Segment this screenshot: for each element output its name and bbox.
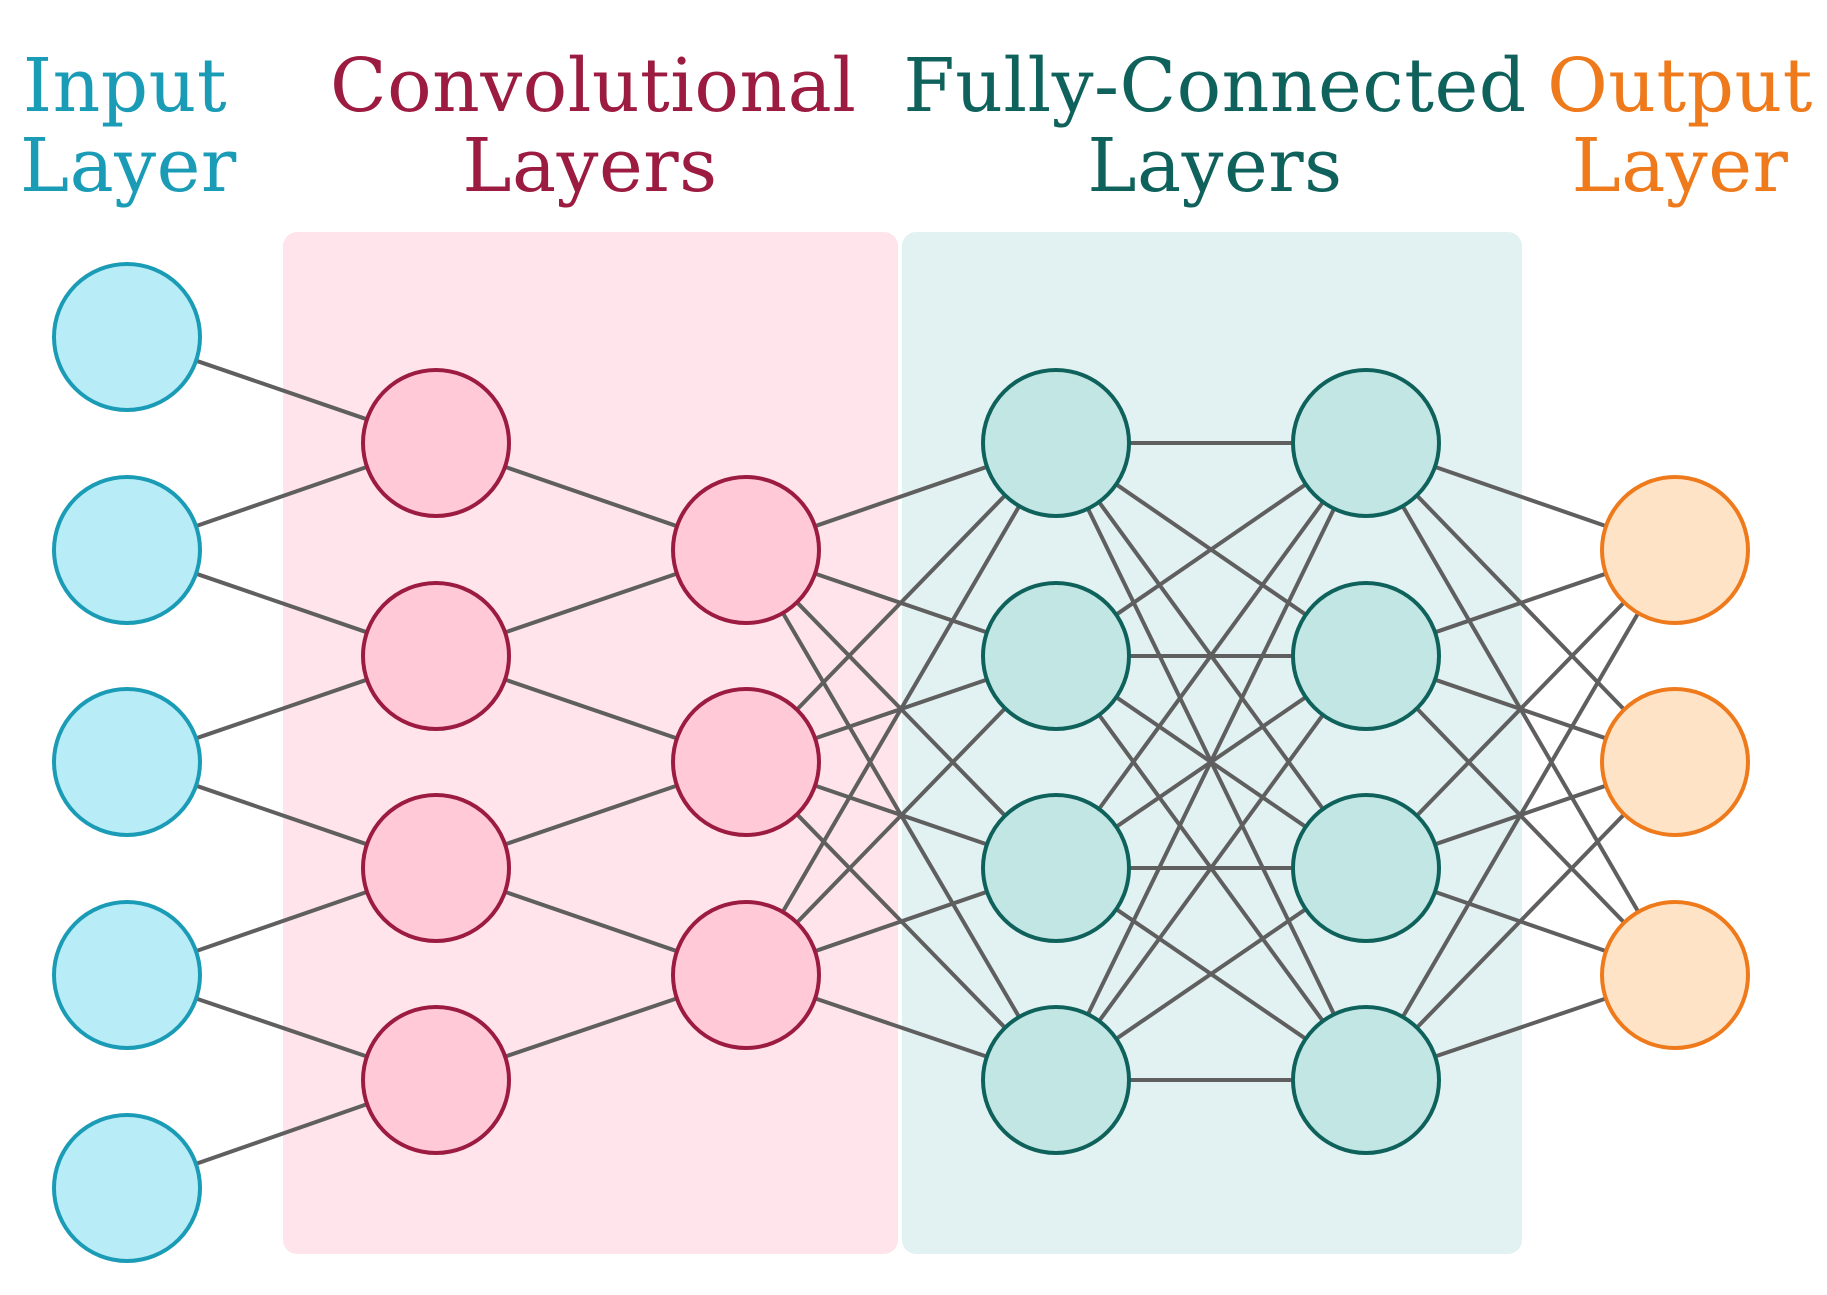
edge-fc-1-4-to-fc-2-3 — [1115, 907, 1307, 1041]
edge-conv-1-3-to-conv-2-3 — [504, 889, 678, 954]
edge-input-1-to-conv-1-1 — [195, 358, 368, 422]
edge-input-3-to-conv-1-3 — [195, 783, 368, 847]
edge-conv-1-2-to-conv-2-1 — [504, 571, 678, 635]
input-layer-title-line2: Layer — [20, 123, 237, 209]
edge-conv-1-2-to-conv-2-2 — [504, 677, 678, 741]
edge-input-5-to-conv-1-4 — [195, 1102, 368, 1166]
edge-fc-2-3-to-output-1 — [1415, 601, 1626, 817]
edge-conv-2-3-to-fc-1-4 — [814, 996, 988, 1059]
connection-edges — [195, 358, 1641, 1166]
input-node-1 — [52, 262, 202, 412]
edge-conv-2-3-to-fc-1-3 — [814, 889, 988, 954]
conv-1-node-4 — [361, 1005, 511, 1155]
fully-connected-layers-title: Fully-Connected Layers — [880, 46, 1550, 206]
edge-conv-2-3-to-fc-1-1 — [781, 505, 1021, 913]
input-node-4 — [52, 900, 202, 1050]
fully-connected-layers-title-line2: Layers — [1087, 123, 1343, 209]
convolutional-layers-title: Convolutional Layers — [330, 43, 857, 209]
fc-1-node-4 — [981, 1005, 1131, 1155]
output-node-3 — [1600, 900, 1750, 1050]
edge-conv-1-1-to-conv-2-1 — [504, 464, 678, 529]
edge-fc-1-3-to-fc-2-1 — [1097, 500, 1325, 811]
output-layer-title: Output Layer — [1530, 46, 1827, 206]
fc-2-node-1 — [1291, 368, 1441, 518]
input-node-2 — [52, 475, 202, 625]
edge-fc-2-4-to-output-1 — [1401, 612, 1640, 1018]
fc-2-node-2 — [1291, 581, 1441, 731]
input-layer-title: Input Layer — [20, 43, 237, 209]
edge-fc-1-2-to-fc-2-1 — [1115, 482, 1307, 617]
input-node-5 — [52, 1113, 202, 1263]
edge-conv-2-3-to-fc-1-2 — [795, 707, 1007, 924]
fc-1-node-3 — [981, 793, 1131, 943]
edge-fc-2-2-to-output-1 — [1434, 571, 1607, 635]
edge-input-3-to-conv-1-2 — [195, 677, 368, 741]
fully-connected-layers-title-line1: Fully-Connected — [903, 43, 1527, 129]
fc-1-node-1 — [981, 368, 1131, 518]
conv-2-node-2 — [671, 687, 821, 837]
input-layer-title-line1: Input — [22, 43, 228, 129]
output-layer-title-line1: Output — [1547, 43, 1813, 129]
conv-1-node-3 — [361, 793, 511, 943]
output-node-2 — [1600, 687, 1750, 837]
conv-1-node-2 — [361, 581, 511, 731]
edge-input-4-to-conv-1-3 — [195, 890, 368, 953]
input-node-3 — [52, 687, 202, 837]
conv-2-node-3 — [671, 900, 821, 1050]
output-layer-title-line2: Layer — [1571, 123, 1789, 209]
edge-conv-1-4-to-conv-2-3 — [504, 996, 678, 1059]
edge-fc-2-1-to-output-1 — [1434, 465, 1607, 528]
convolutional-layers-title-line1: Convolutional — [330, 43, 857, 129]
edge-fc-1-4-to-fc-2-2 — [1097, 713, 1325, 1023]
edge-input-2-to-conv-1-1 — [195, 465, 368, 528]
edge-fc-2-4-to-output-3 — [1434, 996, 1607, 1059]
edge-conv-2-2-to-fc-1-1 — [795, 494, 1007, 711]
fc-2-node-3 — [1291, 793, 1441, 943]
edge-fc-2-4-to-output-2 — [1415, 813, 1626, 1029]
edge-fc-1-4-to-fc-2-1 — [1086, 507, 1336, 1016]
network-nodes — [52, 262, 1750, 1263]
fc-2-node-4 — [1291, 1005, 1441, 1155]
convolutional-layers-title-line2: Layers — [462, 123, 718, 209]
edge-input-2-to-conv-1-2 — [195, 571, 368, 635]
edge-conv-1-3-to-conv-2-2 — [504, 783, 678, 847]
conv-2-node-1 — [671, 475, 821, 625]
edge-input-4-to-conv-1-4 — [195, 996, 368, 1059]
output-node-1 — [1600, 475, 1750, 625]
edge-conv-2-1-to-fc-1-1 — [814, 464, 988, 529]
fc-1-node-2 — [981, 581, 1131, 731]
conv-1-node-1 — [361, 368, 511, 518]
